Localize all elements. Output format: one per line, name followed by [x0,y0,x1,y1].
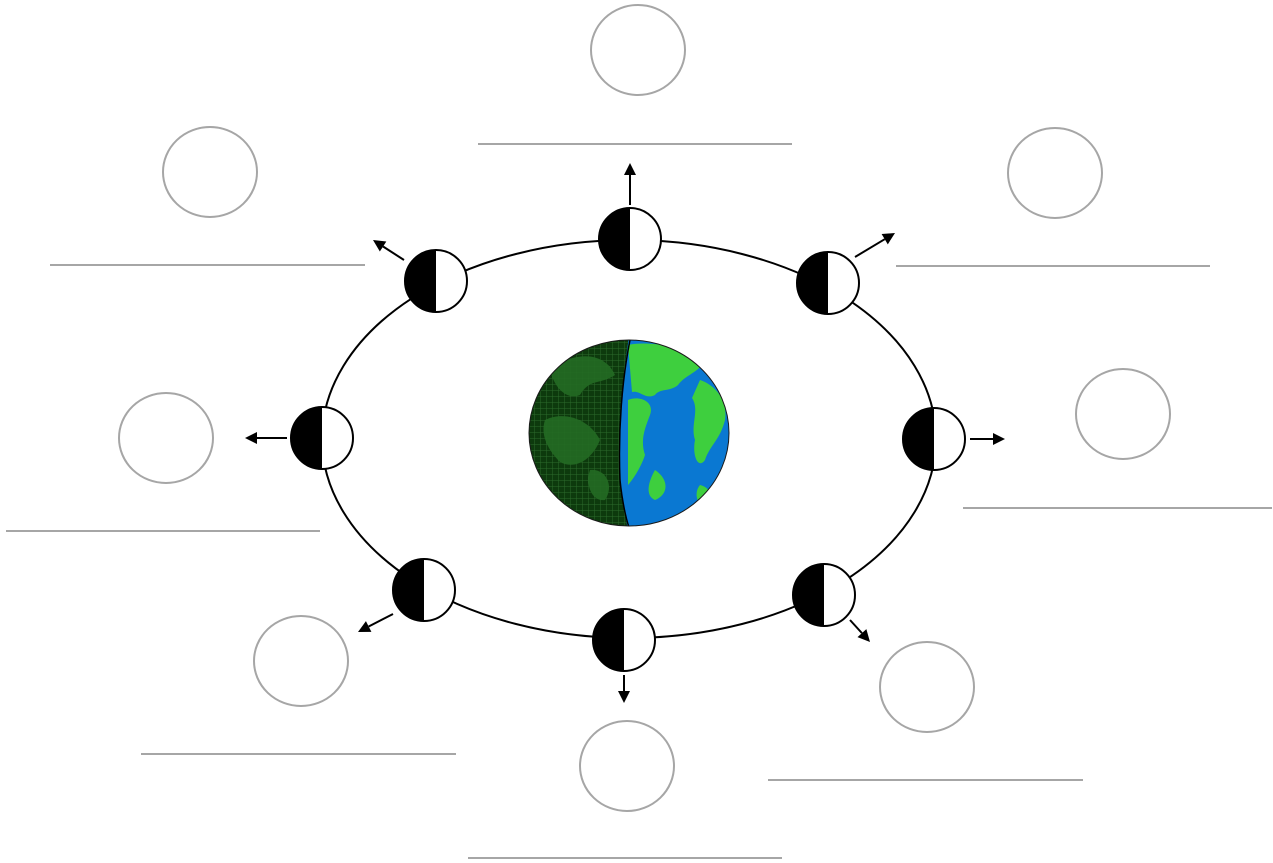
blank-phase-circle-top-left [162,126,258,218]
moon-position-top-left [50,126,468,313]
arrow-head-top-left [373,240,387,252]
moon-lit-half [934,408,965,470]
moon-icon-top-right [796,251,860,315]
arrow-shaft-bottom-left [368,613,394,628]
moon-lit-half [630,208,661,270]
moon-outline [404,249,468,313]
arrow-head-top-right [881,233,895,245]
arrow-head-right [993,433,1005,445]
moon-icon-top-left [404,249,468,313]
arrow-head-bottom-right [857,629,870,642]
moon-dark-half [291,407,322,469]
arrow-shaft-bottom-right [849,619,863,634]
moon-dark-half [393,559,424,621]
arrow-head-bottom [618,691,630,703]
moon-icon-bottom [592,608,656,672]
moon-outline [592,608,656,672]
moon-lit-half [828,252,859,314]
moon-position-right [902,368,1272,509]
moon-dark-half [593,609,624,671]
blank-phase-circle-bottom-left [253,615,349,707]
moon-position-bottom [468,608,782,859]
moon-dark-half [793,564,824,626]
moon-icon-right [902,407,966,471]
blank-phase-circle-right [1075,368,1171,460]
moon-position-left [6,392,354,532]
moon-position-bottom-left [141,558,456,755]
arrow-shaft-top-right [854,238,886,258]
blank-phase-circle-bottom [579,720,675,812]
moon-outline [598,207,662,271]
blank-phase-circle-top-right [1007,127,1103,219]
moon-lit-half [322,407,353,469]
earth-globe-icon [528,339,730,527]
blank-phase-circle-top [590,4,686,96]
moon-dark-half [797,252,828,314]
blank-phase-circle-bottom-right [879,641,975,733]
arrow-shaft-top-left [382,245,405,261]
moon-lit-half [624,609,655,671]
arrow-head-left [245,432,257,444]
moon-lit-half [436,250,467,312]
moon-lit-half [824,564,855,626]
arrow-head-top [624,163,636,175]
moon-dark-half [599,208,630,270]
moon-outline [792,563,856,627]
moon-outline [902,407,966,471]
moon-lit-half [424,559,455,621]
moon-icon-bottom-left [392,558,456,622]
moon-outline [290,406,354,470]
moon-position-bottom-right [768,563,1083,781]
moon-icon-left [290,406,354,470]
moon-icon-bottom-right [792,563,856,627]
moon-dark-half [903,408,934,470]
arrow-head-bottom-left [358,621,372,632]
moon-dark-half [405,250,436,312]
moon-outline [392,558,456,622]
moon-position-top-right [796,127,1210,315]
moon-position-top [478,4,792,271]
blank-phase-circle-left [118,392,214,484]
moon-outline [796,251,860,315]
moon-icon-top [598,207,662,271]
